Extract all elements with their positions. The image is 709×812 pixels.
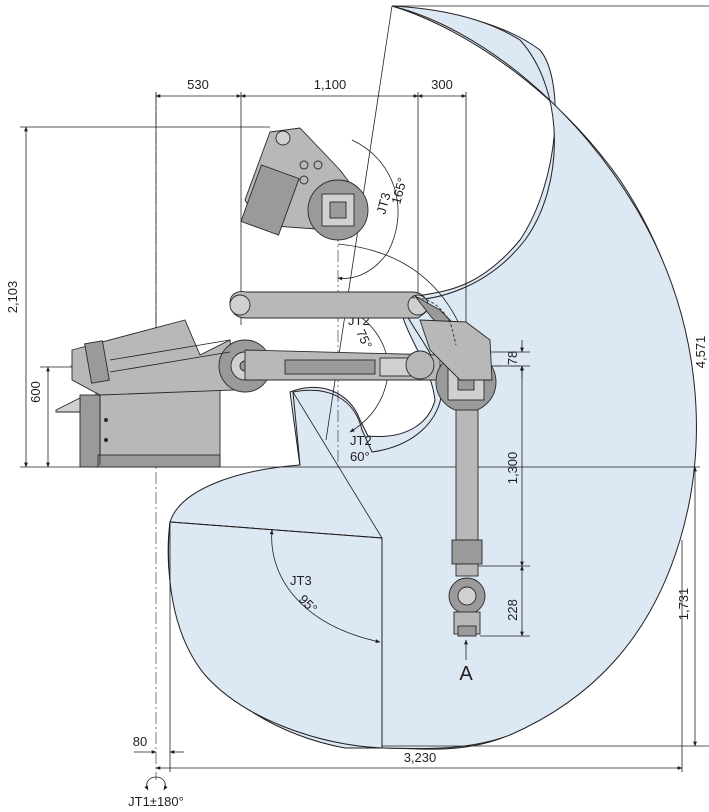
label-jt2-lower: JT2 [350, 433, 372, 448]
dim-label-1731: 1,731 [676, 588, 691, 621]
label-jt2-lower-angle: 60° [350, 449, 370, 464]
dim-label-2103: 2,103 [5, 281, 20, 314]
arc-jt3-upper [337, 139, 399, 281]
dim-label-600: 600 [28, 381, 43, 403]
label-jt3-upper-angle: 165° [388, 176, 409, 206]
dim-label-3230: 3,230 [404, 750, 437, 765]
robot-upper-pose [240, 127, 369, 241]
label-jt2-upper-angle: 75° [353, 327, 375, 351]
dim-label-1300: 1,300 [505, 452, 520, 485]
label-jt3-upper: JT3 [373, 191, 393, 216]
dim-label-1100: 1,100 [314, 77, 347, 92]
robot-shoulder [71, 319, 272, 396]
cable-chain [411, 297, 457, 346]
dim-label-78: 78 [505, 351, 520, 365]
robot-forearm [244, 349, 441, 381]
motion-envelope-lower-left [168, 521, 383, 749]
robot-wrist-housing [419, 319, 497, 413]
reach-line-lower [292, 391, 383, 539]
dim-label-228: 228 [505, 599, 520, 621]
label-jt1: JT1±180° [128, 794, 184, 809]
label-jt3-lower: JT3 [290, 573, 312, 588]
dim-label-530: 530 [187, 77, 209, 92]
arc-jt3-lower [269, 529, 381, 643]
jt1-rotation-icon [144, 776, 168, 791]
dim-label-4571: 4,571 [693, 336, 708, 369]
arc-jt2-outer [337, 243, 463, 331]
view-a-label: A [459, 663, 473, 685]
dim-label-80: 80 [133, 734, 147, 749]
dim-label-300: 300 [431, 77, 453, 92]
robot-vertical-arm [448, 409, 486, 637]
